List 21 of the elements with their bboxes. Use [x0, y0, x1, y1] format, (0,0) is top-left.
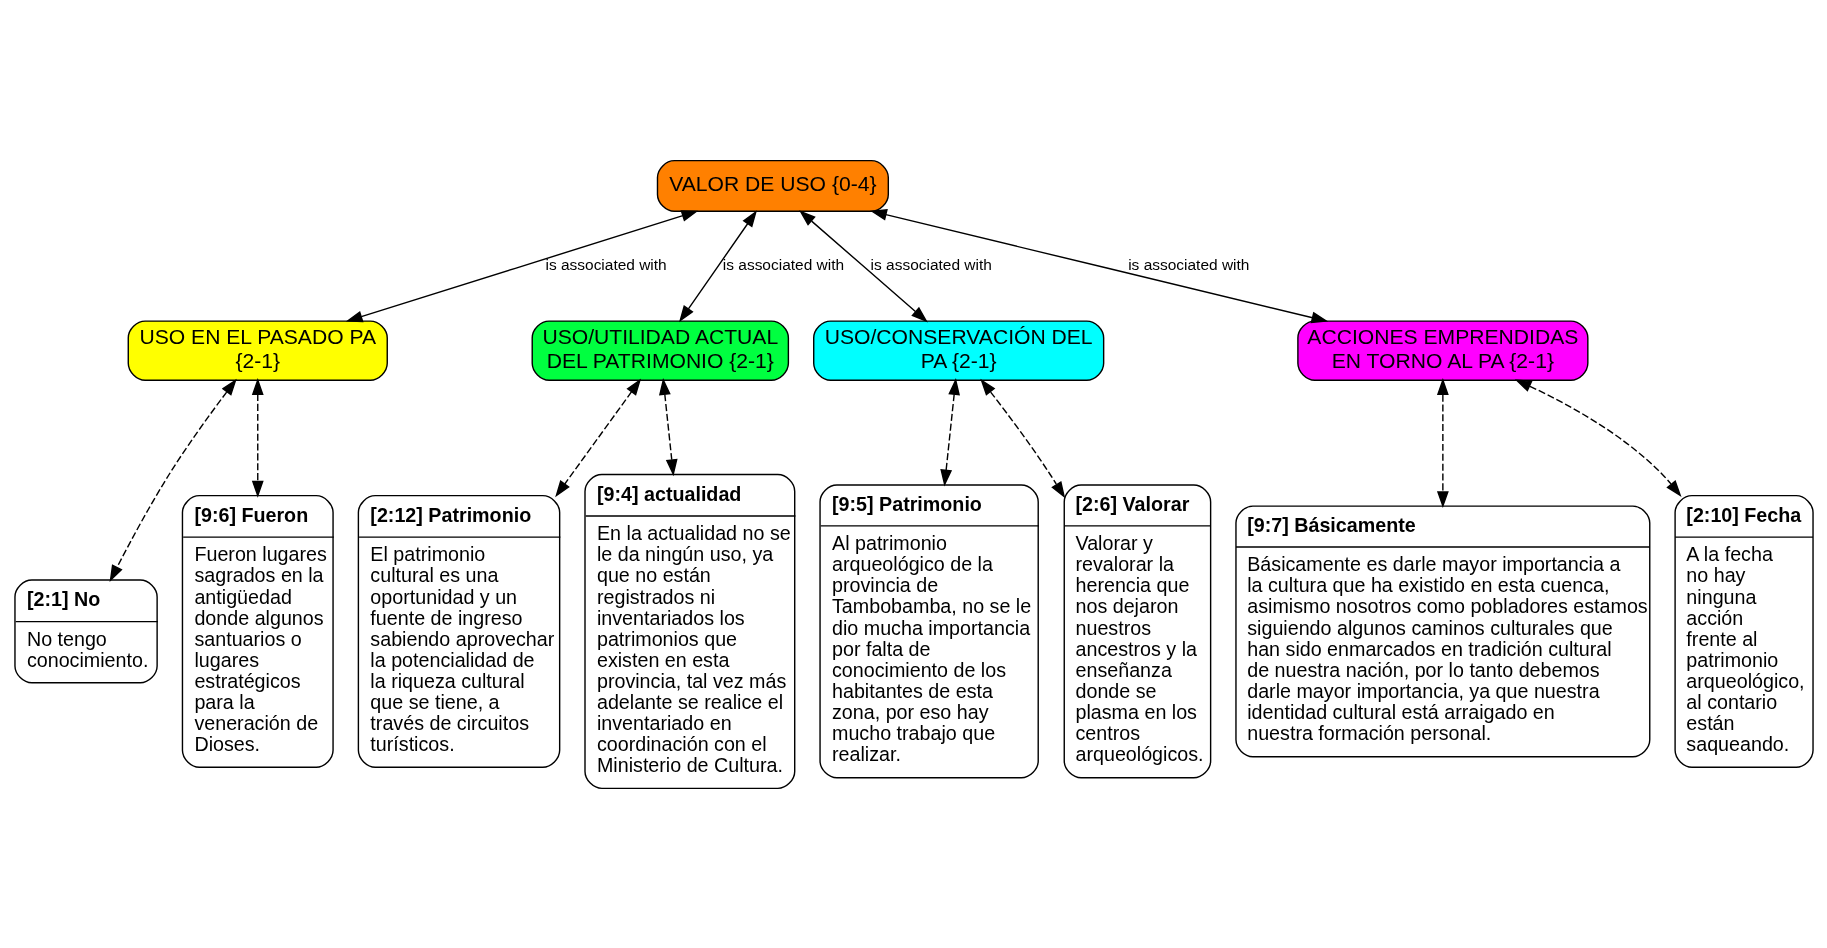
- arrow: [658, 377, 678, 476]
- node-box: USO/CONSERVACIÓN DEL PA {2-1}: [812, 319, 1104, 381]
- arrow: [939, 377, 960, 487]
- edge-label: is associated with: [870, 255, 992, 273]
- arrow: [251, 377, 264, 498]
- edge-label: is associated with: [1127, 255, 1249, 273]
- arrow: [554, 378, 641, 497]
- arrow: [869, 208, 1328, 323]
- arrow: [109, 378, 237, 582]
- arrow: [798, 209, 928, 322]
- edge-label: is associated with: [544, 255, 667, 273]
- arrow: [979, 378, 1065, 498]
- edge-label: is associated with: [722, 255, 844, 273]
- node-box: USO/UTILIDAD ACTUAL DEL PATRIMONIO {2-1}: [531, 319, 789, 381]
- node-box: VALOR DE USO {0-4}: [656, 159, 889, 212]
- arrow: [1514, 378, 1681, 497]
- arrow: [1436, 377, 1449, 508]
- node-box: ACCIONES EMPRENDIDAS EN TORNO AL PA {2-1}: [1296, 319, 1589, 381]
- node-box: USO EN EL PASADO PA {2-1}: [127, 319, 388, 381]
- arrow: [345, 209, 698, 322]
- arrow: [678, 209, 757, 322]
